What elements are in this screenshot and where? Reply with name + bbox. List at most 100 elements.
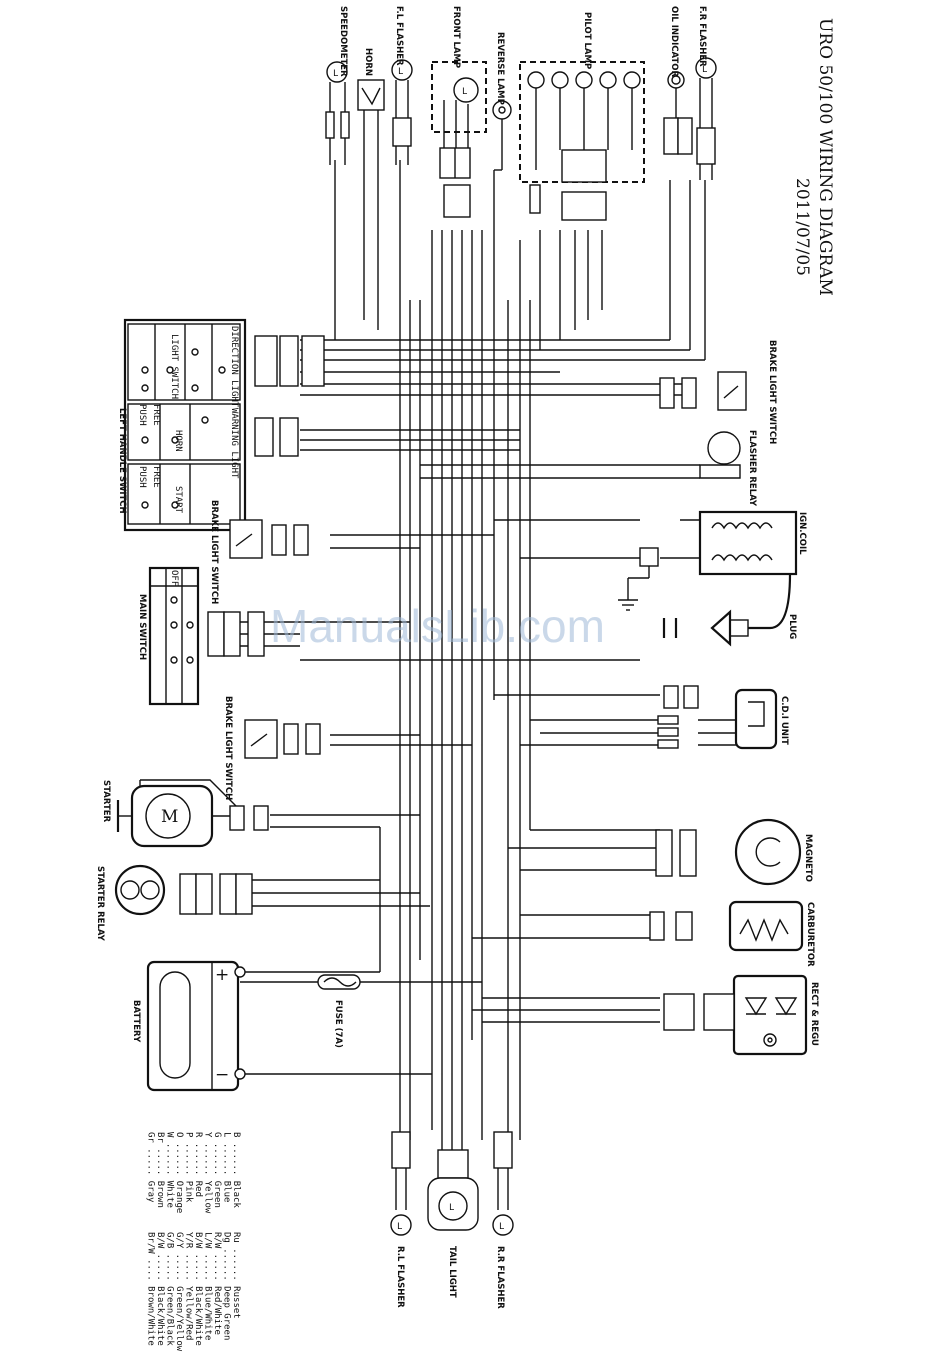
speedometer: L: [325, 61, 350, 165]
label-free-2: FREE: [151, 466, 161, 488]
label-horn: HORN: [363, 48, 373, 76]
magneto: [655, 818, 802, 886]
label-flasher-relay: FLASHER RELAY: [747, 430, 757, 507]
legend-entry: R/W ..... Red/White: [212, 1232, 222, 1335]
brake-light-switch-2: [229, 519, 309, 559]
svg-text:L: L: [333, 69, 338, 79]
diagram-title: URO 50/100 WIRING DIAGRAM: [815, 18, 835, 296]
svg-text:M: M: [161, 807, 178, 827]
legend-entry: Dg ...... Deep Green: [222, 1232, 232, 1340]
rr-flasher-lamp: L: [492, 1131, 514, 1236]
svg-text:L: L: [702, 65, 707, 75]
label-start-switch: START: [173, 486, 183, 514]
component-labels: SPEEDOMETER HORN F.L FLASHER FRONT LAMP …: [95, 6, 819, 1309]
label-carburetor: CARBURETOR: [805, 902, 815, 967]
diagram-date: 2011/07/05: [792, 178, 812, 276]
title-block: URO 50/100 WIRING DIAGRAM 2011/07/05: [792, 18, 835, 296]
legend-entry: B ...... Black: [231, 1132, 241, 1208]
legend-entry: B/W ..... Black/White: [193, 1232, 203, 1346]
legend-entry: O ...... Orange: [174, 1132, 184, 1213]
svg-text:−: −: [215, 1065, 229, 1085]
label-brake-light-switch-2: BRAKE LIGHT SWITCH: [209, 500, 219, 604]
spark-plug: [662, 573, 792, 647]
legend-entry: Ru ...... Russet: [231, 1232, 241, 1319]
harness-trunk: [334, 160, 706, 1150]
battery: + −: [146, 960, 246, 1092]
label-rl-flasher: R.L FLASHER: [395, 1246, 405, 1308]
label-fr-flasher: F.R FLASHER: [697, 6, 707, 67]
label-oil-indicator: OIL INDICATOR: [669, 6, 679, 77]
left-handle-switch: [123, 318, 325, 532]
legend-entry: W ...... White: [165, 1132, 175, 1208]
flasher-relay: [699, 431, 741, 479]
rl-flasher-lamp: L: [390, 1131, 412, 1236]
label-plug: PLUG: [787, 614, 797, 639]
legend-entry: Y/R ..... Yellow/Red: [184, 1232, 194, 1340]
label-direction-light: DIRECTION LIGHT: [229, 326, 239, 408]
svg-text:L: L: [462, 87, 467, 97]
carburetor: [649, 900, 804, 952]
legend-entry: Gr ..... Gray: [146, 1132, 156, 1203]
fr-flasher-lamp: L: [695, 57, 717, 180]
pilot-lamp-group: [519, 61, 645, 221]
starter-motor: M: [116, 779, 269, 848]
label-battery: BATTERY: [131, 1000, 141, 1043]
legend-entry: Y ...... Yellow: [203, 1132, 213, 1214]
label-push-2: PUSH: [137, 466, 147, 488]
cdi-unit: [657, 685, 778, 750]
legend-entry: P ...... Pink: [184, 1132, 194, 1203]
label-fuse: FUSE (7A): [333, 1000, 343, 1048]
watermark: ManualsLib.com: [270, 600, 605, 652]
brake-light-switch-3: [244, 719, 321, 759]
label-brake-light-switch-1: BRAKE LIGHT SWITCH: [767, 340, 777, 444]
svg-text:L: L: [397, 1222, 402, 1232]
label-light-switch: LIGHT SWITCH: [169, 334, 179, 399]
label-free-1: FREE: [151, 404, 161, 426]
legend-entry: Br ..... Brown: [155, 1132, 165, 1208]
label-brake-light-switch-3: BRAKE LIGHT SWITCH: [223, 696, 233, 800]
label-off: OFF: [169, 570, 179, 586]
legend-entry: G ...... Green: [212, 1132, 222, 1208]
brake-light-switch-1: [659, 371, 747, 411]
label-pilot-lamp: PILOT LAMP: [582, 12, 592, 69]
label-front-lamp: FRONT LAMP: [451, 6, 461, 68]
label-ign-coil: IGN.COIL: [797, 512, 807, 555]
label-horn-switch: HORN: [173, 430, 183, 452]
label-starter: STARTER: [101, 780, 111, 823]
label-warning-light: WARNING LIGHT: [229, 408, 239, 479]
label-push-1: PUSH: [137, 404, 147, 426]
label-tail-light: TAIL LIGHT: [447, 1246, 457, 1298]
horn: [357, 79, 385, 330]
main-switch: [148, 566, 265, 706]
starter-relay: [114, 864, 253, 916]
front-lamp: L: [431, 61, 487, 218]
ign-coil: [618, 510, 798, 611]
label-starter-relay: STARTER RELAY: [95, 866, 105, 942]
fl-flasher-lamp: L: [391, 59, 413, 165]
legend-entry: G/B ..... Green/Black: [165, 1232, 175, 1346]
legend-entry: L/W ..... Blue/White: [203, 1232, 213, 1340]
label-speedometer: SPEEDOMETER: [338, 6, 348, 77]
oil-indicator: [663, 71, 693, 155]
svg-text:L: L: [449, 1203, 454, 1213]
label-magneto: MAGNETO: [803, 834, 813, 882]
fuse: [317, 974, 361, 990]
legend-entry: L ...... Blue: [222, 1132, 232, 1202]
label-cdi-unit: C.D.I UNIT: [779, 696, 789, 745]
legend-entry: G/Y ..... Green/Yellow: [174, 1232, 184, 1352]
rect-regu: [663, 974, 808, 1056]
label-fl-flasher: F.L FLASHER: [394, 6, 404, 66]
legend-entry: Br/W .... Brown/White: [146, 1232, 156, 1346]
tail-light: L: [427, 1149, 479, 1231]
reverse-lamp: [492, 100, 512, 290]
label-rect-regu: RECT & REGU: [809, 982, 819, 1046]
svg-text:L: L: [398, 67, 403, 77]
legend-entry: B/W ..... Black/White: [155, 1232, 165, 1346]
harness-cross-wires: [240, 339, 705, 1075]
label-main-switch: MAIN SWITCH: [137, 594, 147, 660]
switch-block-labels: DIRECTION LIGHT LIGHT SWITCH WARNING LIG…: [137, 326, 239, 586]
label-left-handle-switch: LEFT HANDLE SWITCH: [117, 408, 127, 514]
